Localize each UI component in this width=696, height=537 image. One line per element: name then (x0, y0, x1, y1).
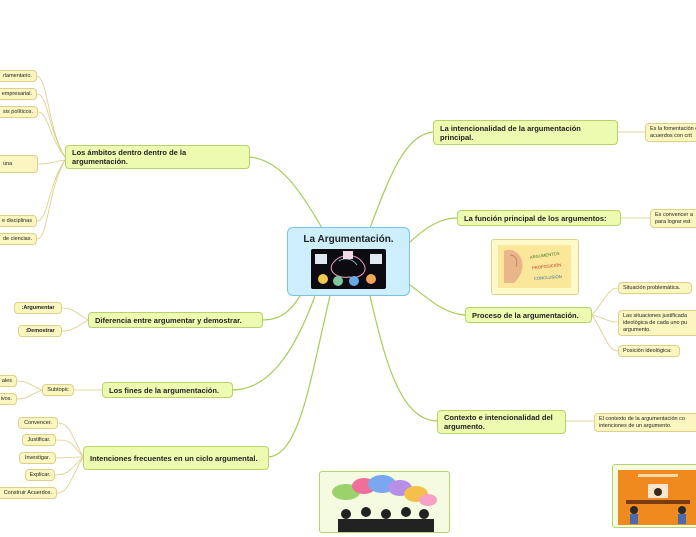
topic-contexto-label: Contexto e intencionalidad del argumento… (444, 413, 553, 431)
intenciones-justificar[interactable]: Justificar. (22, 434, 56, 446)
ambitos-item-5-label: e disciplinas (2, 217, 32, 224)
intenciones-construir[interactable]: Construir Acuerdos. (0, 487, 57, 499)
ambitos-item-5[interactable]: e disciplinas (0, 215, 37, 227)
fines-item-2[interactable]: ivos. (0, 393, 17, 405)
fines-item-2-label: ivos. (0, 395, 12, 402)
intenciones-construir-label: Construir Acuerdos. (3, 489, 52, 496)
fines-subtopic[interactable]: Subtopic (42, 384, 74, 396)
topic-ambitos-label: Los ámbitos dentro dentro de la argument… (72, 148, 187, 166)
topic-funcion-label: La función principal de los argumentos: (464, 213, 607, 223)
fines-subtopic-label: Subtopic (47, 386, 69, 393)
intencionalidad-detail-label: Es la fomentación de acuerdos con crit (650, 125, 696, 139)
central-topic[interactable]: La Argumentación. (287, 227, 410, 296)
topic-fines-label: Los fines de la argumentación. (109, 385, 220, 395)
topic-proceso-label: Proceso de la argumentación. (472, 310, 579, 320)
proceso-posicion[interactable]: Posición ideológica: (618, 345, 680, 357)
diferencia-demostrar-label: :Demostrar (25, 327, 55, 334)
topic-intenciones-label: Intenciones frecuentes en un ciclo argum… (90, 453, 258, 463)
office-meeting-image (612, 464, 696, 528)
proceso-posicion-label: Posición ideológica: (623, 347, 672, 354)
proceso-situaciones-justificadas-label: Las situaciones justificada ideológica d… (623, 312, 688, 333)
connector-lines (16, 75, 650, 494)
contexto-detail[interactable]: El contexto de la argumentación co inten… (594, 413, 696, 432)
contexto-detail-label: El contexto de la argumentación co inten… (599, 415, 685, 429)
ambitos-item-6[interactable]: de ciencias. (0, 233, 37, 245)
ambitos-item-3[interactable]: sis políticos. (0, 106, 38, 118)
intenciones-investigar[interactable]: Investigar. (19, 452, 56, 464)
speech-bubbles-image (319, 471, 450, 533)
ambitos-item-1-label: rlamentario. (2, 72, 32, 79)
intenciones-explicar[interactable]: Explicar. (25, 469, 55, 481)
topic-intenciones[interactable]: Intenciones frecuentes en un ciclo argum… (83, 446, 269, 470)
topic-contexto[interactable]: Contexto e intencionalidad del argumento… (437, 410, 566, 434)
ambitos-item-6-label: de ciencias. (2, 235, 32, 242)
topic-diferencia-label: Diferencia entre argumentar y demostrar. (95, 315, 242, 325)
ambitos-item-4[interactable]: una (0, 155, 38, 173)
diferencia-demostrar[interactable]: :Demostrar (18, 325, 62, 337)
ambitos-item-1[interactable]: rlamentario. (0, 70, 37, 82)
ambitos-item-2-label: empresarial. (1, 90, 32, 97)
central-title: La Argumentación. (303, 234, 394, 245)
topic-intencionalidad-label: La intencionalidad de la argumentación p… (440, 123, 581, 142)
intenciones-convencer[interactable]: Convencer. (18, 417, 58, 429)
intenciones-justificar-label: Justificar. (27, 436, 51, 443)
intenciones-convencer-label: Convencer. (24, 419, 52, 426)
intenciones-investigar-label: Investigar. (24, 454, 51, 461)
intencionalidad-detail[interactable]: Es la fomentación de acuerdos con crit (645, 123, 696, 142)
diferencia-argumentar[interactable]: :Argumentar (14, 302, 62, 314)
diferencia-argumentar-label: :Argumentar (21, 304, 55, 311)
topic-diferencia[interactable]: Diferencia entre argumentar y demostrar. (88, 312, 263, 328)
proceso-situacion[interactable]: Situación problemática. (618, 282, 692, 294)
hand-thinking-image: ARGUMENTOS PROPOSICIÓN CONCLUSIÓN (491, 239, 579, 295)
ambitos-item-2[interactable]: empresarial. (0, 88, 37, 100)
proceso-situaciones-justificadas[interactable]: Las situaciones justificada ideológica d… (618, 310, 696, 336)
hand-image-word-3: CONCLUSIÓN (534, 274, 562, 281)
fines-item-1[interactable]: ales (0, 375, 17, 387)
topic-fines[interactable]: Los fines de la argumentación. (102, 382, 233, 398)
topic-funcion[interactable]: La función principal de los argumentos: (457, 210, 621, 226)
topic-ambitos[interactable]: Los ámbitos dentro dentro de la argument… (65, 145, 250, 169)
topic-intencionalidad[interactable]: La intencionalidad de la argumentación p… (433, 120, 618, 145)
fines-item-1-label: ales (1, 377, 12, 384)
funcion-detail-label: Es convencer a para lograr est (655, 211, 693, 225)
hand-image-word-1: ARGUMENTOS (530, 251, 561, 260)
topic-proceso[interactable]: Proceso de la argumentación. (465, 307, 592, 323)
ambitos-item-3-label: sis políticos. (3, 108, 33, 115)
hand-image-word-2: PROPOSICIÓN (532, 262, 562, 270)
ambitos-item-4-label: una (3, 160, 13, 167)
brain-people-collage-image (311, 249, 386, 289)
funcion-detail[interactable]: Es convencer a para lograr est (650, 209, 696, 228)
proceso-situacion-label: Situación problemática. (623, 284, 681, 291)
intenciones-explicar-label: Explicar. (29, 471, 51, 478)
